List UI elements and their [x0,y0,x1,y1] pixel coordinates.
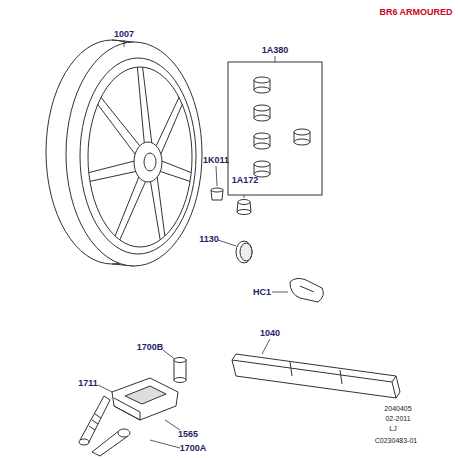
reference-code: LJ [389,425,396,432]
reference-code: 02-2011 [385,415,410,422]
weight-clip [290,278,323,302]
balance-weight [232,354,400,398]
lug-nut [294,129,310,145]
valve-stem-alt [92,429,130,456]
locking-nut-kit [228,62,322,195]
valve-sleeve [174,358,186,383]
tpms-sensor [112,378,178,420]
spoke-line [90,171,136,181]
spoke-line [98,104,135,154]
spoke-line [101,97,140,145]
lug-nut [254,105,270,121]
callout-number: 1700B [137,343,164,352]
spoke-line [161,104,182,154]
callout-number: 1A380 [262,46,289,55]
callout-number: 1711 [78,379,98,388]
centre-cap [236,241,252,263]
center-cap-small [211,188,223,200]
callout-number: 1040 [260,329,280,338]
callout-number: 1A172 [232,176,259,185]
valve-stem [79,396,110,445]
spoke-line [115,177,139,236]
spoke-line [89,161,134,173]
wheel [46,40,202,266]
lug-nut [254,133,270,149]
reference-code: 2040405 [384,405,411,412]
spoke-line [137,67,144,143]
lug-nut [254,77,270,93]
callout-number: 1007 [114,30,134,39]
callout-number: 1130 [199,235,219,244]
callout-number: HC1 [253,288,271,297]
spoke-line [162,161,191,173]
callout-number: 1K011 [203,156,229,165]
wheel-nut [237,200,251,215]
reference-code: C0230483-01 [375,437,417,444]
callout-number: 1565 [178,430,198,439]
callout-number: 1700A [180,444,207,453]
spoke-line [160,171,190,181]
spoke-line [120,182,146,240]
spoke-line [150,182,160,240]
diagram-title: BR6 ARMOURED [379,8,452,17]
spoke-line [143,67,152,143]
